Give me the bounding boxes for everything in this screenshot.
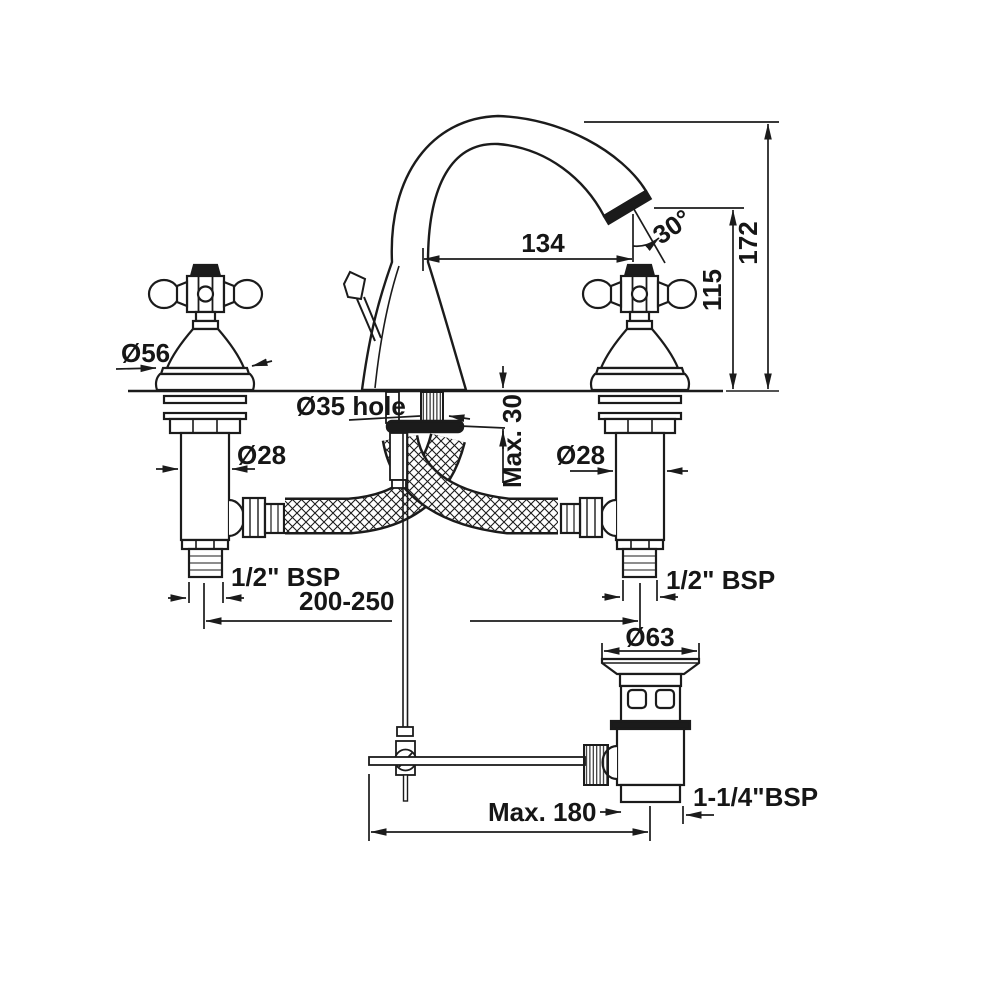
- waste-tail: [619, 783, 682, 804]
- left-port-nut: [241, 496, 267, 539]
- dim-valve-thread-right: 1/2" BSP: [666, 565, 775, 595]
- dim-max-deck-thickness: Max. 30: [497, 394, 527, 488]
- mounting-nut: [420, 391, 444, 424]
- left-handle-cap: [189, 263, 222, 278]
- left-handle-knob-right: [230, 278, 264, 310]
- left-valve-shoulder: [180, 538, 230, 551]
- spout-outlet-face: [602, 189, 653, 226]
- left-handle-bell: [165, 327, 246, 370]
- right-valve-assembly: [559, 263, 698, 579]
- left-handle-screw: [196, 285, 215, 303]
- left-handle-base: [154, 372, 256, 392]
- dim-valve-thread-left: 1/2" BSP: [231, 562, 340, 592]
- dim-max-rod-length: Max. 180: [488, 797, 596, 827]
- waste-washer: [609, 719, 692, 731]
- dim-hole-spacing: 200-250: [299, 586, 394, 616]
- left-port-bulge: [228, 498, 246, 538]
- waste-knurled-nut: [583, 744, 609, 786]
- popup-rod-housing: [389, 432, 408, 481]
- popup-lever: [342, 270, 382, 342]
- flex-hose-right: [381, 434, 558, 535]
- left-hose-connector: [263, 502, 286, 535]
- dim-waste-flange-dia: Ø63: [625, 622, 674, 652]
- dim-valve-dia-left: Ø28: [237, 440, 286, 470]
- left-locknut: [168, 417, 242, 435]
- horizontal-rod: [368, 756, 586, 766]
- spout-assembly: [285, 114, 653, 535]
- waste-flange: [600, 657, 701, 676]
- left-washer-top: [162, 394, 248, 405]
- right-valve-body: [614, 431, 666, 542]
- left-cross-handle: [147, 263, 264, 392]
- waste-overflow-slot-right: [654, 688, 676, 710]
- popup-waste-assembly: [583, 657, 701, 804]
- left-valve-body: [179, 431, 231, 542]
- left-valve-assembly: [162, 394, 286, 579]
- rod-collar: [396, 726, 414, 737]
- dim-total-height: 172: [733, 221, 763, 264]
- dim-handle-base-dia: Ø56: [121, 338, 170, 368]
- dim-spout-reach: 134: [521, 228, 565, 258]
- flex-hose-left: [285, 432, 466, 535]
- waste-lower-body: [615, 727, 686, 787]
- waste-overflow-slot-left: [626, 688, 648, 710]
- left-handle-knob-left: [147, 278, 181, 310]
- spout-gooseneck: [360, 114, 648, 392]
- dim-valve-dia-right: Ø28: [556, 440, 605, 470]
- dim-waste-thread: 1-1/4"BSP: [693, 782, 818, 812]
- dim-deck-hole: Ø35 hole: [296, 391, 406, 421]
- under-deck-flange: [385, 419, 465, 434]
- dim-spout-angle: 30°: [647, 203, 696, 250]
- dim-outlet-height: 115: [697, 269, 727, 311]
